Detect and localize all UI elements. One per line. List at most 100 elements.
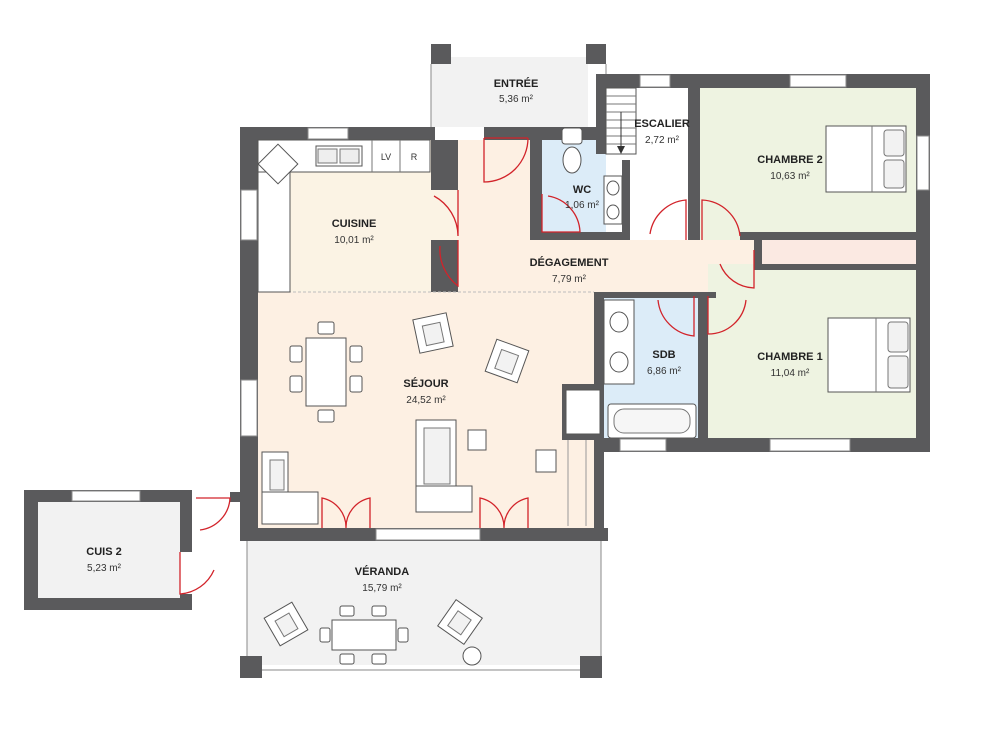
post-icon — [240, 656, 262, 678]
toilet-tank-icon — [561, 127, 583, 145]
window — [619, 438, 667, 452]
toilet-bowl-icon — [562, 146, 582, 174]
window — [769, 438, 851, 452]
posts — [240, 44, 607, 678]
floor-degagement-strip — [754, 240, 916, 264]
room-name-degagement: DÉGAGEMENT — [530, 256, 609, 269]
veranda-furniture — [263, 599, 483, 666]
room-labels: ENTRÉE 5,36 m² ESCALIER 2,72 m² WC 1,06 … — [86, 77, 822, 594]
chair-icon — [371, 605, 387, 617]
post-icon — [431, 44, 451, 64]
room-area-sejour: 24,52 m² — [406, 395, 446, 406]
wall-escalier-right — [688, 88, 700, 240]
wall-wc-right — [622, 160, 630, 240]
appliance-r-label: R — [411, 152, 418, 162]
room-area-veranda: 15,79 m² — [362, 583, 402, 594]
door-wc — [541, 194, 581, 233]
room-area-escalier: 2,72 m² — [645, 135, 680, 146]
wall-wc-bottom — [542, 232, 628, 240]
wall-cuis2-bottom — [24, 598, 192, 610]
wall-cuisine-pillar-bottom — [431, 240, 458, 292]
veranda-table-icon — [331, 619, 397, 651]
chair-icon — [317, 321, 335, 335]
room-name-cuis2: CUIS 2 — [86, 546, 121, 558]
door-hall-right — [719, 250, 755, 289]
window — [916, 135, 930, 191]
appliance-lv-label: LV — [381, 152, 391, 162]
chair-icon — [339, 653, 355, 665]
chair-icon — [349, 345, 363, 363]
window — [307, 127, 349, 140]
sofa-extension — [415, 485, 473, 513]
room-area-wc: 1,06 m² — [565, 200, 600, 211]
wall-wc-left — [530, 127, 542, 240]
chair-icon — [397, 627, 409, 643]
door-sdb — [657, 296, 695, 337]
room-area-degagement: 7,79 m² — [552, 274, 587, 285]
wall-right — [916, 74, 930, 452]
door-cuisine-2 — [439, 240, 459, 288]
room-name-wc: WC — [573, 184, 591, 196]
door-cuisine — [433, 190, 459, 237]
sejour-furniture — [261, 312, 601, 526]
fireplace-icon — [565, 389, 601, 435]
side-table-icon — [535, 449, 557, 473]
wall-hall-bottom — [596, 292, 716, 298]
chair-icon — [289, 345, 303, 363]
room-area-cuisine: 10,01 m² — [334, 235, 374, 246]
window — [789, 74, 847, 88]
window — [639, 74, 671, 88]
door-chambre1 — [707, 296, 747, 335]
wall-cuisine-pillar-top — [431, 140, 458, 190]
floor-entree — [431, 57, 588, 127]
door-cuisine-ext — [196, 497, 231, 531]
floor-veranda — [247, 541, 601, 665]
bedroom-furniture — [825, 125, 911, 393]
floor-degagement — [458, 140, 542, 292]
cooktop-icon — [257, 143, 299, 185]
room-area-chambre1: 11,04 m² — [771, 368, 810, 379]
plant-pot-icon — [462, 646, 482, 666]
stairs-arrow-icon — [617, 146, 625, 154]
wall-cuis2-right-top — [180, 490, 192, 552]
window — [240, 189, 258, 241]
wall-left — [240, 127, 258, 541]
chair-icon — [319, 627, 331, 643]
room-name-veranda: VÉRANDA — [355, 565, 409, 578]
door-sejour-right — [479, 497, 529, 529]
wall-cuis2-left — [24, 490, 38, 610]
wall-ch2-bottom — [740, 232, 916, 240]
room-name-chambre2: CHAMBRE 2 — [757, 154, 822, 166]
floor-cuis2 — [38, 502, 180, 598]
chair-icon — [339, 605, 355, 617]
coffee-table-icon — [467, 429, 487, 451]
dining-table-icon — [305, 337, 347, 407]
wall-escalier-left — [596, 74, 606, 154]
room-name-escalier: ESCALIER — [634, 118, 690, 130]
door-chambre2 — [701, 199, 741, 240]
door-cuis2 — [179, 552, 215, 595]
room-name-cuisine: CUISINE — [332, 218, 377, 230]
window — [71, 490, 141, 502]
door-sejour-left — [321, 497, 371, 529]
chair-icon — [289, 375, 303, 393]
room-area-sdb: 6,86 m² — [647, 366, 682, 377]
bathroom-fixtures — [561, 127, 697, 439]
wall-cuis2-right-bottom — [180, 594, 192, 610]
room-name-sejour: SÉJOUR — [403, 377, 448, 390]
wall-cuis2-connect — [230, 492, 242, 502]
doors — [179, 137, 755, 595]
chair-icon — [371, 653, 387, 665]
countertop-side — [257, 171, 291, 293]
room-name-sdb: SDB — [652, 349, 675, 361]
wall-ch1-left — [698, 296, 708, 446]
door-escalier — [649, 199, 687, 240]
room-name-entree: ENTRÉE — [494, 77, 539, 90]
window — [240, 379, 258, 437]
post-icon — [580, 656, 602, 678]
chair-icon — [317, 409, 335, 423]
room-area-chambre2: 10,63 m² — [770, 171, 810, 182]
room-area-cuis2: 5,23 m² — [87, 563, 122, 574]
wall-ch1-step — [754, 232, 762, 270]
